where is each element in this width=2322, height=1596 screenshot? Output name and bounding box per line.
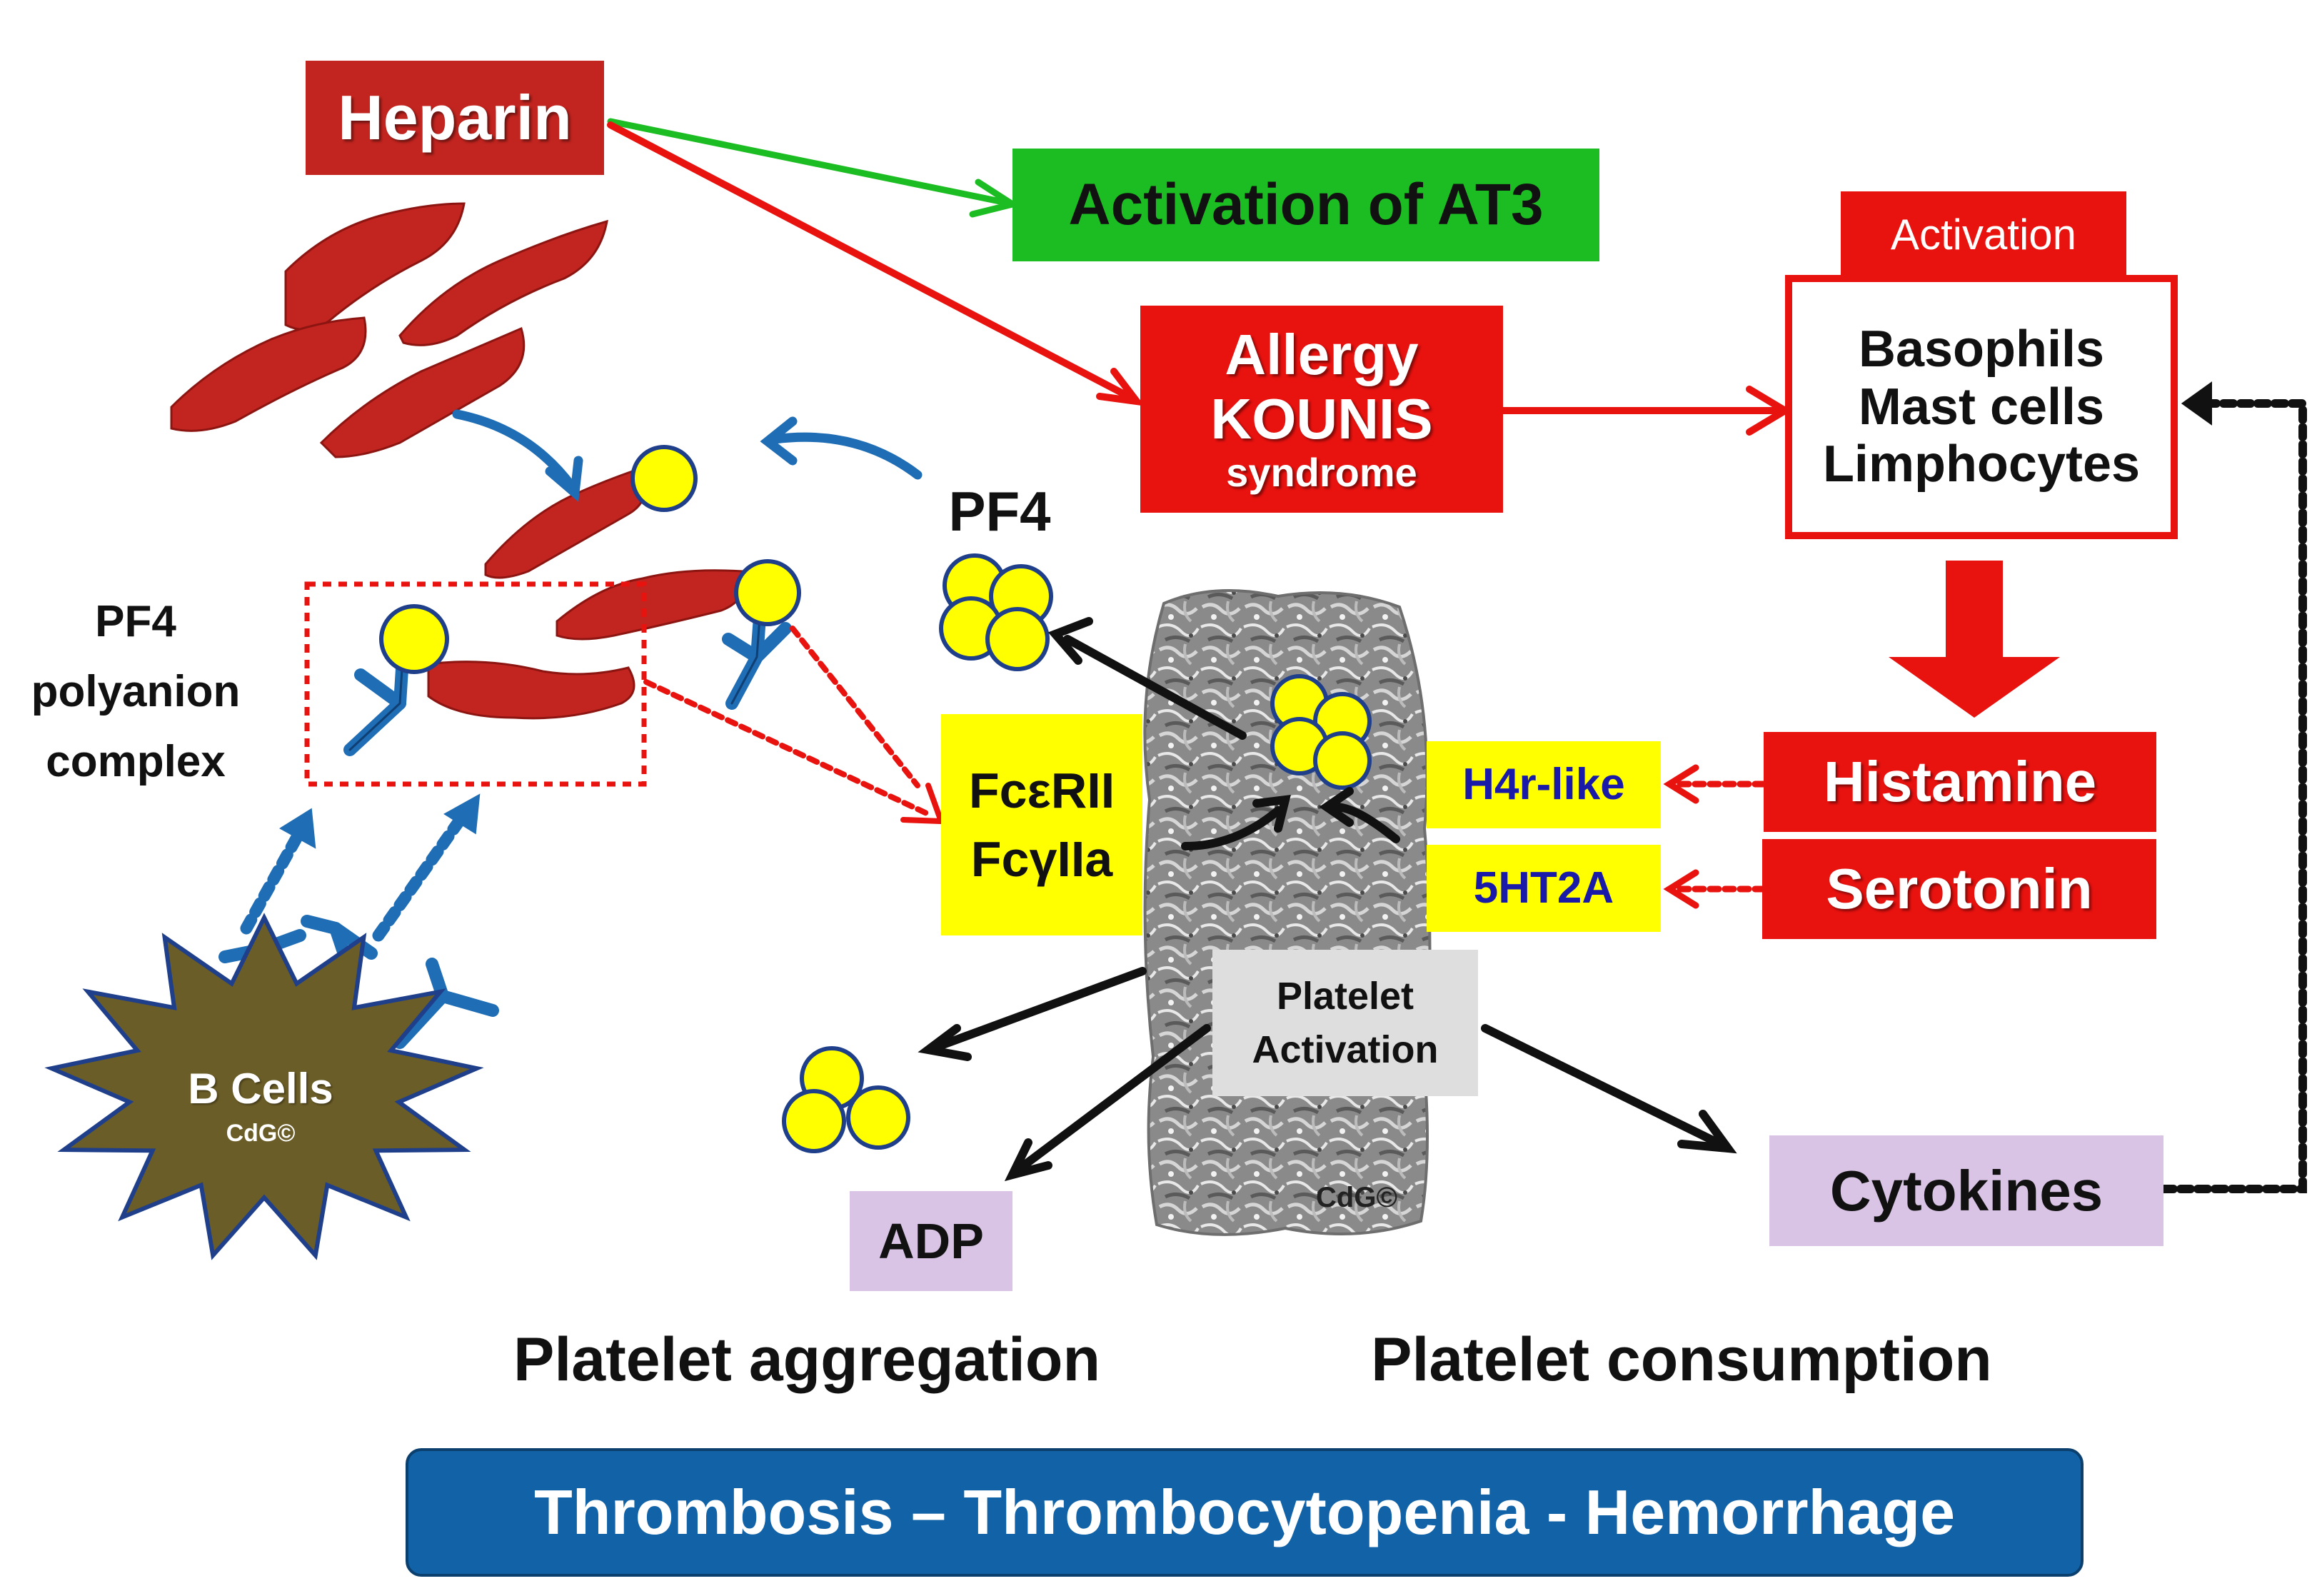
- adp-node: ADP: [850, 1191, 1012, 1291]
- pf4-complex-outline: [304, 581, 647, 787]
- pf4-complex-line1: PF4: [95, 597, 176, 646]
- activation-tab: Activation: [1841, 191, 2126, 278]
- fc-receptor-node: FcεRII FcγIIa: [941, 714, 1142, 935]
- b-cell-icon: [44, 913, 484, 1260]
- allergy-label: Allergy: [1225, 323, 1419, 387]
- mast-cells-label: Mast cells: [1858, 378, 2105, 436]
- pf4-label: PF4: [948, 480, 1051, 543]
- pf4-complex-line3: complex: [46, 736, 226, 786]
- b-cells-label: B Cells: [188, 1065, 333, 1113]
- activation-label: Activation: [1890, 211, 2077, 259]
- activation-at3-label: Activation of AT3: [1068, 172, 1544, 238]
- cytokines-node: Cytokines: [1769, 1135, 2163, 1246]
- pf4-complex-line2: polyanion: [31, 666, 241, 716]
- platelet-activation-line1: Platelet: [1276, 975, 1414, 1018]
- heparin-label: Heparin: [338, 81, 572, 153]
- serotonin-label: Serotonin: [1826, 857, 2093, 921]
- heparin-node: Heparin: [306, 61, 604, 175]
- pf4-tetramer-icon: [379, 445, 1372, 1153]
- heparin-molecule-icon: [170, 202, 745, 720]
- fc-gamma-label: FcγIIa: [970, 831, 1113, 887]
- platelet-activation-line2: Activation: [1252, 1028, 1439, 1071]
- h4r-receptor-node: H4r-like: [1427, 741, 1661, 828]
- pf4-complex-label: PF4 polyanion complex: [7, 587, 264, 797]
- b-cells-credit: CdG©: [226, 1120, 296, 1147]
- adp-label: ADP: [878, 1213, 984, 1269]
- basophils-label: Basophils: [1858, 321, 2105, 378]
- ht2a-label: 5HT2A: [1473, 863, 1614, 913]
- outcome-banner: Thrombosis – Thrombocytopenia - Hemorrha…: [406, 1448, 2084, 1577]
- platelet-consumption-caption: Platelet consumption: [1371, 1325, 1992, 1394]
- cytokines-label: Cytokines: [1829, 1158, 2104, 1223]
- kounis-label: KOUNIS: [1210, 386, 1433, 451]
- activation-at3-node: Activation of AT3: [1012, 149, 1599, 261]
- platelet-activation-node: Platelet Activation: [1212, 950, 1478, 1096]
- outcome-banner-label: Thrombosis – Thrombocytopenia - Hemorrha…: [533, 1476, 1956, 1547]
- h4r-label: H4r-like: [1462, 760, 1625, 810]
- ht2a-receptor-node: 5HT2A: [1427, 845, 1661, 932]
- fc-epsilon-label: FcεRII: [968, 762, 1115, 818]
- immune-cells-node: Basophils Mast cells Limphocytes: [1785, 275, 2178, 539]
- histamine-label: Histamine: [1823, 750, 2097, 814]
- limphocytes-label: Limphocytes: [1822, 436, 2141, 493]
- serotonin-node: Serotonin: [1762, 839, 2156, 939]
- platelet-credit: CdG©: [1316, 1182, 1397, 1213]
- down-arrow-icon: [1889, 561, 2060, 718]
- histamine-node: Histamine: [1764, 732, 2156, 832]
- syndrome-label: syndrome: [1226, 450, 1417, 496]
- allergy-kounis-node: Allergy KOUNIS syndrome: [1140, 306, 1503, 513]
- platelet-aggregation-caption: Platelet aggregation: [513, 1325, 1100, 1394]
